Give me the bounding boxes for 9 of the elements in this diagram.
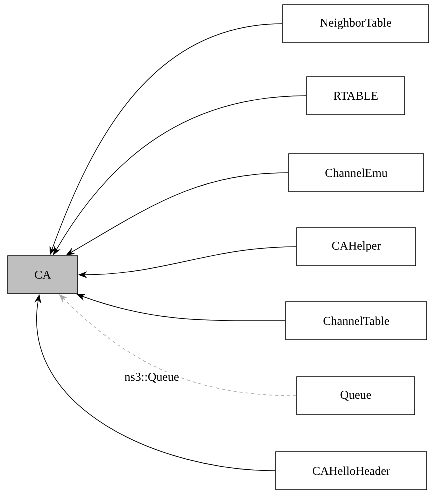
class-box: NeighborTable xyxy=(282,4,430,44)
class-box: ChannelTable xyxy=(286,302,428,340)
class-box: CAHelloHeader xyxy=(276,452,428,490)
class-box: ChannelEmu xyxy=(288,154,424,192)
edge-label: ns3::Queue xyxy=(124,372,180,384)
class-box: Queue xyxy=(296,376,416,416)
class-box: RTABLE xyxy=(306,76,406,116)
class-box: CAHelper xyxy=(296,228,416,266)
class-box: CA xyxy=(8,256,78,294)
